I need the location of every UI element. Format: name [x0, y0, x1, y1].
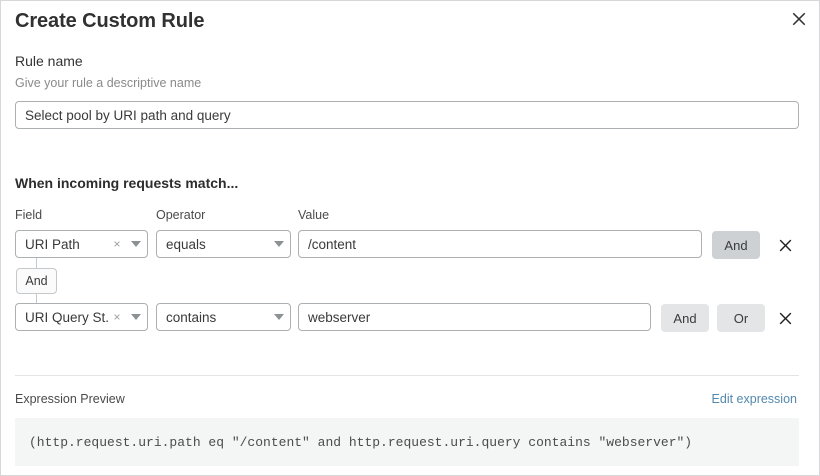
chevron-down-icon[interactable]	[268, 314, 290, 320]
match-section-heading: When incoming requests match...	[15, 175, 239, 191]
operator-select-row-1-value: equals	[166, 236, 206, 252]
value-input-row-2[interactable]	[298, 303, 651, 331]
clear-icon[interactable]: ×	[113, 237, 121, 251]
remove-row-2-button[interactable]	[775, 308, 795, 328]
connector-line-bottom	[36, 293, 37, 303]
remove-row-1-button[interactable]	[775, 235, 795, 255]
clear-icon[interactable]: ×	[113, 310, 121, 324]
rule-name-input[interactable]	[15, 101, 799, 129]
expression-preview-box: (http.request.uri.path eq "/content" and…	[15, 418, 799, 466]
column-label-field: Field	[15, 208, 43, 222]
and-toggle-row-1[interactable]: And	[712, 231, 760, 259]
operator-select-row-2-value: contains	[166, 309, 217, 325]
close-icon[interactable]	[788, 8, 810, 30]
rule-name-help-text: Give your rule a descriptive name	[15, 76, 202, 90]
chevron-down-icon[interactable]	[268, 241, 290, 247]
column-label-value: Value	[298, 208, 330, 222]
connector-line-top	[36, 258, 37, 269]
operator-select-row-1[interactable]: equals	[156, 230, 291, 258]
value-input-row-1[interactable]	[298, 230, 702, 258]
field-select-row-2[interactable]: URI Query St... ×	[15, 303, 148, 331]
field-select-row-1[interactable]: URI Path ×	[15, 230, 148, 258]
chevron-down-icon[interactable]	[125, 314, 147, 320]
column-label-operator: Operator	[156, 208, 206, 222]
dialog-title: Create Custom Rule	[15, 10, 205, 32]
rule-name-label: Rule name	[15, 53, 83, 69]
operator-select-row-2[interactable]: contains	[156, 303, 291, 331]
chevron-down-icon[interactable]	[125, 241, 147, 247]
edit-expression-link[interactable]: Edit expression	[711, 392, 797, 406]
or-toggle-row-2[interactable]: Or	[717, 304, 765, 332]
expression-preview-text: (http.request.uri.path eq "/content" and…	[29, 434, 693, 450]
field-select-row-2-value: URI Query St...	[25, 309, 109, 325]
field-select-row-1-value: URI Path	[25, 236, 80, 252]
section-divider	[15, 375, 799, 376]
expression-preview-label: Expression Preview	[15, 392, 125, 406]
connector-and-badge[interactable]: And	[16, 268, 57, 294]
and-toggle-row-2[interactable]: And	[661, 304, 709, 332]
